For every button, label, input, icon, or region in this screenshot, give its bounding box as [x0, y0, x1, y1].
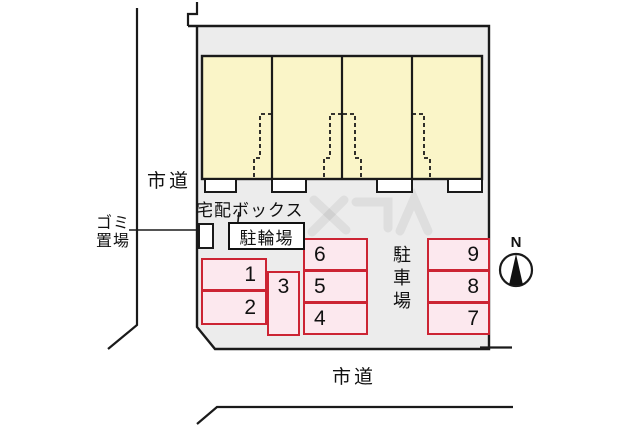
boundary-notch — [186, 2, 199, 26]
garbage-area-label: ゴミ 置場 — [84, 215, 130, 251]
left-road-edge — [107, 8, 139, 350]
bicycle-parking-box: 駐輪場 — [228, 222, 305, 250]
road-label-left: 市道 — [147, 171, 192, 192]
compass-north-label: N — [510, 234, 522, 251]
parking-lot-label: 駐車場 — [391, 245, 411, 314]
parking-stall-8: 8 — [427, 270, 490, 303]
parking-stall-6: 6 — [303, 238, 368, 271]
garbage-station-box — [198, 223, 214, 249]
garbage-area-label-line1: ゴミ — [95, 215, 130, 232]
garbage-area-label-line2: 置場 — [95, 233, 130, 250]
parking-stall-2: 2 — [201, 290, 267, 325]
building-stair-dashes — [253, 113, 431, 178]
parking-stall-3: 3 — [267, 271, 300, 336]
parking-stall-4: 4 — [303, 302, 368, 335]
delivery-box-label: 宅配ボックス — [196, 201, 304, 220]
entrance-porches — [204, 178, 483, 193]
bottom-road-edge — [196, 405, 513, 425]
parking-stall-9: 9 — [427, 238, 490, 271]
road-label-bottom: 市道 — [332, 367, 377, 388]
compass-icon — [498, 252, 534, 288]
parking-stall-7: 7 — [427, 302, 490, 335]
parking-stall-5: 5 — [303, 270, 368, 303]
parking-stall-1: 1 — [201, 258, 267, 291]
